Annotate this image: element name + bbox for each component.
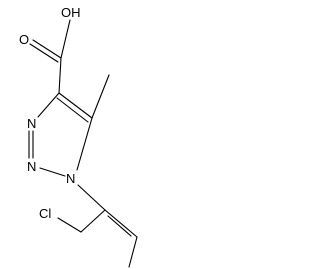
hydroxyl-label: OH bbox=[61, 5, 81, 20]
benzene-bond-6 bbox=[80, 209, 106, 233]
n1-ch2-bond bbox=[77, 184, 106, 211]
carboxyl-to-ring-bond bbox=[58, 57, 62, 94]
benzene-bond-1 bbox=[104, 209, 138, 238]
c-o-double-bond-a bbox=[32, 39, 62, 59]
carbonyl-oxygen-label: O bbox=[19, 32, 29, 47]
c4-n3-bond bbox=[37, 92, 60, 118]
c-o-double-bond-b bbox=[29, 43, 59, 63]
benzene-bond-2 bbox=[128, 236, 138, 268]
n2-n1-bond bbox=[39, 167, 66, 177]
c5-methyl-bond bbox=[91, 74, 110, 119]
c-oh-bond bbox=[60, 19, 71, 59]
c-cl-bond bbox=[57, 217, 82, 233]
triazole-n2-label: N bbox=[27, 159, 36, 174]
benzene-inner-double-bond bbox=[107, 215, 132, 237]
chlorine-label: Cl bbox=[39, 206, 51, 221]
n1-c5-bond bbox=[76, 117, 93, 171]
triazole-n3-label: N bbox=[27, 116, 36, 131]
chemical-structure-diagram: OH O N N N Cl bbox=[19, 5, 138, 268]
c4-c5-double-bond-a bbox=[58, 92, 93, 119]
triazole-n1-label: N bbox=[66, 171, 75, 186]
c4-c5-double-bond-b bbox=[56, 97, 89, 123]
